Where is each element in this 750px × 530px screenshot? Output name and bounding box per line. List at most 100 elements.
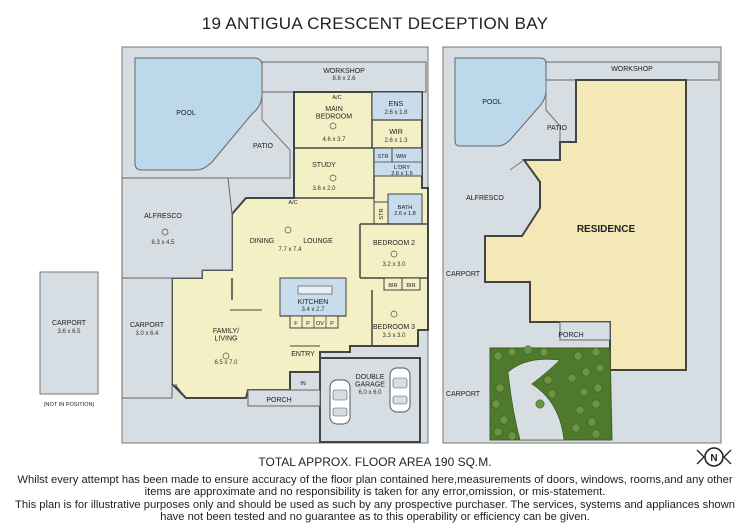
family-bay-window	[175, 384, 187, 399]
carport-outer-dims: 3.6 x 6.5	[57, 329, 81, 335]
bir-1-label: BIR	[388, 283, 397, 289]
shrub-icon	[539, 347, 549, 357]
shrub-icon	[579, 387, 589, 397]
main-bedroom-dims: 4.6 x 3.7	[322, 137, 346, 143]
disclaimer-line: have not been tested and no guarantee as…	[160, 510, 590, 523]
north-compass-icon: N	[696, 447, 732, 467]
wir-label: WIR	[389, 129, 403, 136]
patio-label: PATIO	[253, 143, 274, 150]
site-porch-label: PORCH	[558, 332, 583, 339]
shrub-icon	[499, 415, 509, 425]
site-carport-1-label: CARPORT	[446, 271, 481, 278]
fan-icon	[329, 122, 337, 130]
floor-plan: WORKSHOP 8.6 x 2.6 POOL PATIO MAINBEDROO…	[39, 46, 429, 444]
ens-label: ENS	[389, 101, 404, 108]
site-plan: WORKSHOP POOL PATIO ALFRESCO RESIDENCE C…	[442, 46, 722, 444]
compass-n-label: N	[710, 453, 717, 464]
alfresco-label: ALFRESCO	[144, 213, 182, 220]
shrub-icon	[571, 423, 581, 433]
str2-label: STR	[379, 208, 385, 219]
shrub-icon	[535, 399, 545, 409]
bedroom-3-dims: 3.3 x 3.0	[382, 333, 406, 339]
not-in-position-note: (NOT IN POSITION)	[44, 402, 95, 408]
shrub-icon	[575, 405, 585, 415]
total-floor-area: TOTAL APPROX. FLOOR AREA 190 SQ.M.	[258, 455, 492, 469]
carport-outer-label: CARPORT	[52, 320, 87, 327]
pool-label: POOL	[176, 110, 196, 117]
alfresco-area	[121, 177, 233, 279]
shrub-icon	[493, 351, 503, 361]
site-patio-label: PATIO	[547, 125, 568, 132]
pantry-p-label: P	[306, 321, 310, 327]
shrub-icon	[543, 375, 553, 385]
pantry-ov-label: OV	[316, 321, 324, 327]
bedroom-2-dims: 3.2 x 3.0	[382, 262, 406, 268]
kitchen-label: KITCHEN	[298, 299, 329, 306]
site-workshop-label: WORKSHOP	[611, 66, 653, 73]
workshop-dims: 8.6 x 2.6	[332, 76, 356, 82]
shrub-icon	[591, 399, 601, 409]
kitchen-dims: 3.4 x 2.7	[301, 307, 325, 313]
shrub-icon	[507, 431, 517, 441]
car-1-icon	[329, 379, 351, 425]
porch-area	[247, 389, 321, 407]
lounge-dims: 7.7 x 7.4	[278, 247, 302, 253]
shrub-icon	[587, 417, 597, 427]
residence-footprint	[484, 79, 687, 371]
fan-icon	[329, 174, 337, 182]
bir-2-label: BIR	[406, 283, 415, 289]
carport-inner-label: CARPORT	[130, 322, 165, 329]
site-pool-shape	[454, 57, 547, 147]
pantry-p2-label: P	[330, 321, 334, 327]
lounge-label: LOUNGE	[303, 238, 333, 245]
shrub-icon	[573, 351, 583, 361]
residence-label: RESIDENCE	[577, 224, 636, 235]
disclaimer-line: items are approximate and no responsibil…	[144, 486, 606, 499]
ac-label-2: A/C	[288, 200, 297, 206]
garden-shrubs	[491, 345, 605, 441]
bath-dims: 2.6 x 1.8	[394, 211, 415, 217]
fan-icon	[222, 352, 230, 360]
pantry-f-label: F	[294, 321, 298, 327]
kitchen-bench	[297, 285, 333, 295]
shrub-icon	[567, 373, 577, 383]
bedroom-2-label: BEDROOM 2	[373, 240, 415, 247]
shrub-icon	[507, 347, 517, 357]
site-alfresco-label: ALFRESCO	[466, 195, 504, 202]
entry-label: ENTRY	[291, 351, 315, 358]
carport-inner	[121, 277, 173, 399]
disclaimer-line: This plan is for illustrative purposes o…	[15, 498, 735, 511]
str-label: STR	[377, 154, 388, 160]
workshop-label: WORKSHOP	[323, 68, 365, 75]
study-dims: 3.6 x 2.0	[312, 186, 336, 192]
porch-label: PORCH	[266, 397, 291, 404]
bedroom-3-label: BEDROOM 3	[373, 324, 415, 331]
shrub-icon	[581, 367, 591, 377]
page-title: 19 ANTIGUA CRESCENT DECEPTION BAY	[201, 14, 549, 33]
fan-icon	[390, 310, 398, 318]
site-porch	[559, 321, 611, 341]
in-label: IN	[300, 381, 306, 387]
site-pool-label: POOL	[482, 99, 502, 106]
shrub-icon	[523, 345, 533, 355]
wir-dims: 2.6 x 1.3	[384, 138, 408, 144]
double-garage-dims: 6.0 x 6.0	[358, 390, 382, 396]
ens-dims: 2.6 x 1.8	[384, 110, 408, 116]
dining-label: DINING	[250, 238, 275, 245]
fan-icon	[161, 228, 169, 236]
disclaimer-text: Whilst every attempt has been made to en…	[10, 474, 740, 523]
shrub-icon	[491, 399, 501, 409]
disclaimer-line: Whilst every attempt has been made to en…	[17, 474, 733, 486]
shrub-icon	[595, 363, 605, 373]
carport-outer	[39, 271, 99, 395]
pool-shape	[134, 57, 263, 171]
shrub-icon	[495, 383, 505, 393]
study-label: STUDY	[312, 162, 336, 169]
bath-label: BATH	[398, 205, 413, 211]
shrub-icon	[493, 427, 503, 437]
ldry-label: L'DRY	[394, 165, 410, 171]
shrub-icon	[593, 383, 603, 393]
